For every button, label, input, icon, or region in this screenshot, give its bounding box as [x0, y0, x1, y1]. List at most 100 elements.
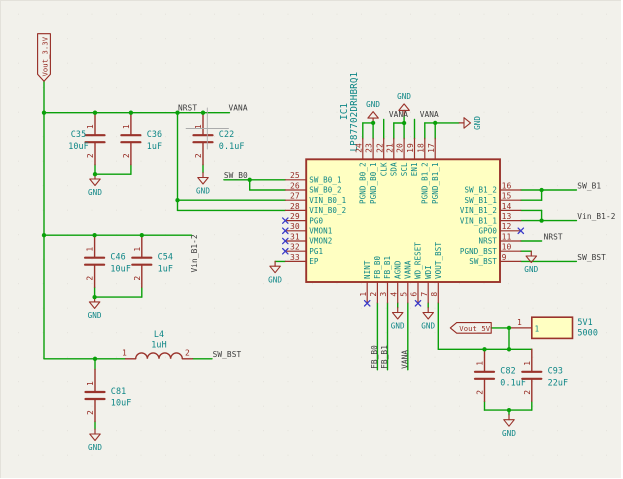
junction-dot[interactable] — [539, 187, 544, 193]
no-connect-marker[interactable] — [517, 227, 525, 235]
junction-dot[interactable] — [506, 407, 512, 413]
no-connect-marker[interactable] — [281, 247, 289, 255]
net-label-SW_B1[interactable]: SW_B1 — [577, 181, 601, 190]
power-flag-Vout_3.3V[interactable]: Vout_3.3V — [37, 33, 51, 82]
junction-dot[interactable] — [92, 233, 97, 238]
net-label-NRST[interactable]: NRST — [544, 233, 563, 242]
net-label-FB_B1[interactable]: FB_B1 — [380, 345, 389, 369]
net-label-Vin_B1-2[interactable]: Vin_B1-2 — [190, 234, 199, 272]
no-connects[interactable] — [281, 217, 525, 307]
net-label-SW_BST[interactable]: SW_BST — [577, 253, 606, 262]
junction-dot[interactable] — [92, 294, 97, 300]
net-label-text[interactable]: VANA — [400, 350, 409, 369]
box-body[interactable] — [530, 316, 574, 340]
junction-dot[interactable] — [92, 356, 98, 361]
net-label-text[interactable]: VANA — [229, 104, 248, 113]
net-label-text[interactable]: Vin_B1-2 — [190, 234, 199, 272]
net-label-text[interactable]: NRST — [178, 104, 197, 113]
net-label-SW_B0[interactable]: SW_B0 — [224, 171, 248, 180]
inductor-coil[interactable] — [135, 352, 183, 359]
gnd-triangle[interactable] — [367, 111, 379, 119]
gnd-triangle[interactable] — [197, 176, 209, 185]
junction-dot[interactable] — [139, 233, 144, 238]
power-symbol-gnd[interactable]: GND — [88, 296, 102, 320]
power-symbol-gnd[interactable]: GND — [88, 173, 102, 197]
power-flag-outline[interactable] — [37, 33, 51, 82]
junction-dot[interactable] — [41, 110, 47, 115]
junctions[interactable] — [41, 110, 544, 413]
junction-dot[interactable] — [128, 110, 134, 115]
junction-dot[interactable] — [92, 110, 98, 115]
power-symbol-gnd[interactable]: GND — [421, 307, 435, 331]
power-symbol-gnd[interactable]: GND — [196, 172, 210, 196]
net-label-text[interactable]: FB_B1 — [380, 345, 389, 369]
junction-dot[interactable] — [433, 120, 438, 126]
net-label-text[interactable]: SW_BST — [577, 253, 606, 262]
junction-dot[interactable] — [200, 110, 206, 115]
junction-dot[interactable] — [506, 347, 512, 352]
power-flag-Vout_5V[interactable]: Vout_5V — [449, 322, 492, 334]
gnd-triangle[interactable] — [89, 178, 101, 187]
net-label-FB_B0[interactable]: FB_B0 — [370, 345, 379, 369]
power-symbol-gnd[interactable]: GND — [458, 116, 482, 130]
gnd-triangle[interactable] — [89, 433, 101, 442]
ic-body[interactable] — [305, 158, 501, 283]
net-label-text[interactable]: SW_BST — [213, 350, 242, 359]
power-symbol-gnd[interactable]: GND — [502, 414, 516, 438]
gnd-triangle[interactable] — [391, 311, 404, 320]
no-connect-marker[interactable] — [281, 217, 289, 224]
net-label-VANA[interactable]: VANA — [420, 110, 439, 119]
net-label-text[interactable]: VANA — [389, 110, 408, 119]
junction-dot[interactable] — [482, 347, 487, 352]
net-label-Vin_B1-2[interactable]: Vin_B1-2 — [577, 212, 615, 221]
gnd-triangle[interactable] — [398, 103, 410, 111]
power-symbol-gnd[interactable]: GND — [397, 92, 411, 116]
no-connect-marker[interactable] — [363, 299, 371, 307]
gnd-triangle[interactable] — [463, 117, 472, 129]
junction-dot[interactable] — [92, 172, 98, 177]
no-connect-marker[interactable] — [414, 299, 422, 307]
power-flag-outline[interactable] — [449, 322, 492, 334]
junction-dot[interactable] — [247, 177, 252, 182]
net-label-text[interactable]: VANA — [420, 110, 439, 119]
no-connect-marker[interactable] — [281, 227, 289, 235]
net-label-text[interactable]: SW_B1 — [577, 181, 601, 190]
power-symbol-gnd[interactable]: GND — [524, 250, 539, 274]
net-label-text[interactable]: SW_B0 — [224, 171, 248, 180]
junction-dot[interactable] — [41, 233, 47, 238]
gnd-triangle[interactable] — [422, 311, 434, 320]
junction-dot[interactable] — [506, 325, 512, 331]
net-label-VANA[interactable]: VANA — [229, 104, 248, 113]
net-label-text[interactable]: FB_B0 — [370, 345, 379, 369]
junction-dot[interactable] — [175, 198, 180, 203]
power-symbol-gnd[interactable]: GND — [366, 100, 380, 124]
junction-dot[interactable] — [370, 120, 376, 126]
net-label-SW_BST[interactable]: SW_BST — [213, 350, 242, 359]
gnd-triangle[interactable] — [503, 419, 515, 427]
net-label-VANA[interactable]: VANA — [400, 350, 409, 369]
wires[interactable] — [43, 80, 578, 430]
power-symbol-gnd[interactable]: GND — [88, 428, 102, 452]
net-label-text[interactable]: Vin_B1-2 — [577, 212, 615, 221]
net-label-NRST[interactable]: NRST — [178, 104, 197, 113]
no-connect-marker[interactable] — [281, 237, 289, 245]
power-symbol-gnd[interactable]: GND — [268, 260, 282, 284]
gnd-triangle[interactable] — [88, 301, 101, 309]
gnd-triangle[interactable] — [525, 255, 538, 264]
junction-dot[interactable] — [539, 218, 544, 223]
gnd-triangle[interactable] — [269, 265, 281, 274]
net-label-text[interactable]: NRST — [544, 233, 563, 242]
net-label-VANA[interactable]: VANA — [389, 110, 408, 119]
